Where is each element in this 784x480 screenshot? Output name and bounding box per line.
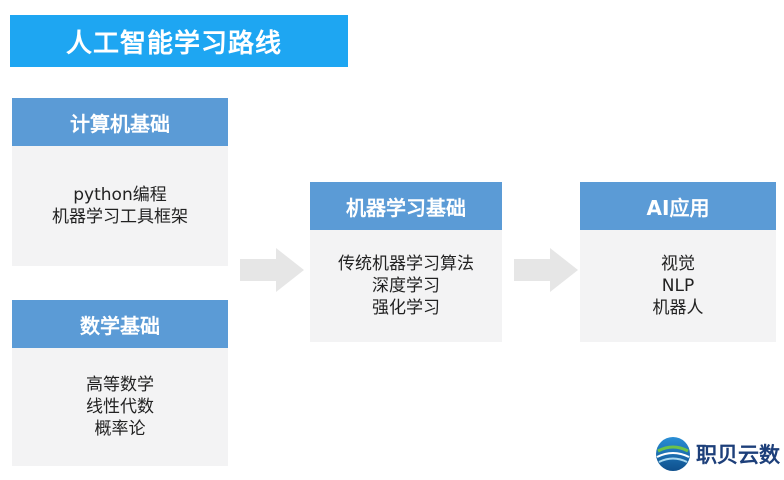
card-item: python编程 xyxy=(73,185,167,205)
card-item: 深度学习 xyxy=(372,276,440,296)
card-body: 视觉 NLP 机器人 xyxy=(580,230,776,342)
card-body: 传统机器学习算法 深度学习 强化学习 xyxy=(310,230,502,342)
card-ml-basics: 机器学习基础 传统机器学习算法 深度学习 强化学习 xyxy=(310,182,502,342)
card-item: 强化学习 xyxy=(372,298,440,318)
globe-logo-icon xyxy=(656,437,690,471)
card-ai-applications: AI应用 视觉 NLP 机器人 xyxy=(580,182,776,342)
page-title: 人工智能学习路线 xyxy=(10,15,348,67)
arrow-right-icon xyxy=(240,248,304,292)
card-math-basics: 数学基础 高等数学 线性代数 概率论 xyxy=(12,300,228,466)
card-body: 高等数学 线性代数 概率论 xyxy=(12,348,228,466)
card-item: 视觉 xyxy=(661,254,695,274)
card-body: python编程 机器学习工具框架 xyxy=(12,146,228,266)
card-item: 线性代数 xyxy=(86,397,154,417)
card-item: 高等数学 xyxy=(86,375,154,395)
brand-name: 职贝云数 xyxy=(696,443,780,467)
arrow-right-icon xyxy=(514,248,578,292)
card-header: 计算机基础 xyxy=(12,98,228,146)
card-header: AI应用 xyxy=(580,182,776,230)
card-computer-basics: 计算机基础 python编程 机器学习工具框架 xyxy=(12,98,228,266)
card-item: NLP xyxy=(661,276,695,296)
card-item: 传统机器学习算法 xyxy=(338,254,474,274)
brand-logo: 职贝云数 xyxy=(654,434,780,474)
card-item: 机器人 xyxy=(652,298,704,318)
card-header: 机器学习基础 xyxy=(310,182,502,230)
card-item: 机器学习工具框架 xyxy=(52,207,188,227)
card-item: 概率论 xyxy=(94,419,146,439)
card-header: 数学基础 xyxy=(12,300,228,348)
